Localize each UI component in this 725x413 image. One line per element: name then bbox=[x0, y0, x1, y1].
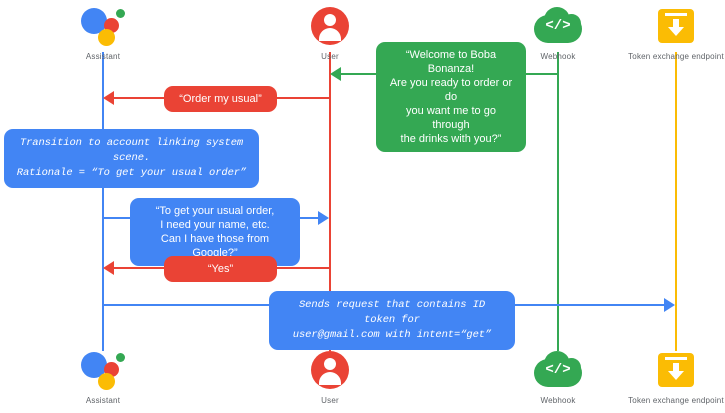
message-bubble-welcome: “Welcome to Boba Bonanza! Are you ready … bbox=[376, 42, 526, 152]
actor-label-assistant-top: Assistant bbox=[85, 52, 121, 61]
bubble-line: Are you ready to order or do bbox=[389, 77, 513, 103]
bubble-line: you want me to go through bbox=[406, 105, 496, 131]
actor-label-user-bottom: User bbox=[321, 396, 339, 405]
lifeline-webhook bbox=[557, 52, 559, 351]
lifeline-endpoint bbox=[675, 52, 677, 351]
message-bubble-order-my-usual: “Order my usual” bbox=[164, 86, 277, 112]
bubble-line: the drinks with you?” bbox=[400, 133, 502, 145]
actor-label-endpoint-bottom: Token exchange endpoint bbox=[628, 396, 724, 405]
user-avatar-icon bbox=[275, 4, 385, 48]
bubble-line: “Order my usual” bbox=[179, 93, 262, 105]
actor-label-endpoint-top: Token exchange endpoint bbox=[628, 52, 724, 61]
lifeline-assistant bbox=[102, 52, 104, 351]
google-assistant-icon bbox=[48, 4, 158, 48]
actor-endpoint-top: Token exchange endpoint bbox=[621, 4, 725, 62]
bubble-line: “Welcome to Boba Bonanza! bbox=[405, 49, 497, 75]
actor-label-webhook-bottom: Webhook bbox=[540, 396, 576, 405]
arrow-head-ask-for-name bbox=[318, 211, 329, 225]
actor-user-top: User bbox=[275, 4, 385, 62]
arrow-head-sends-request bbox=[664, 298, 675, 312]
actor-webhook-bottom: </> Webhook bbox=[503, 348, 613, 406]
note-line: user@gmail.com with intent=“get” bbox=[292, 329, 492, 341]
actor-label-webhook-top: Webhook bbox=[540, 52, 576, 61]
actor-label-assistant-bottom: Assistant bbox=[85, 396, 121, 405]
actor-endpoint-bottom: Token exchange endpoint bbox=[621, 348, 725, 406]
note-line: Sends request that contains ID token for bbox=[298, 299, 486, 326]
bubble-line: I need your name, etc. bbox=[160, 219, 270, 231]
arrow-head-yes bbox=[103, 261, 114, 275]
actor-user-bottom: User bbox=[275, 348, 385, 406]
actor-assistant-top: Assistant bbox=[48, 4, 158, 62]
actor-webhook-top: </> Webhook bbox=[503, 4, 613, 62]
note-transition-account-linking: Transition to account linking system sce… bbox=[4, 129, 259, 188]
arrow-head-welcome bbox=[330, 67, 341, 81]
note-line: Transition to account linking system sce… bbox=[19, 137, 244, 164]
actor-label-user-top: User bbox=[321, 52, 339, 61]
download-box-icon bbox=[621, 4, 725, 48]
message-bubble-yes: “Yes” bbox=[164, 256, 277, 282]
cloud-code-icon: </> bbox=[503, 4, 613, 48]
download-box-icon bbox=[621, 348, 725, 392]
bubble-line: “Yes” bbox=[207, 263, 234, 275]
message-bubble-ask-for-name: “To get your usual order, I need your na… bbox=[130, 198, 300, 266]
note-sends-request: Sends request that contains ID token for… bbox=[269, 291, 515, 350]
lifeline-user bbox=[329, 52, 331, 351]
note-line: Rationale = “To get your usual order” bbox=[16, 167, 247, 179]
user-avatar-icon bbox=[275, 348, 385, 392]
arrow-head-order-my-usual bbox=[103, 91, 114, 105]
cloud-code-icon: </> bbox=[503, 348, 613, 392]
bubble-line: “To get your usual order, bbox=[155, 205, 275, 217]
actor-assistant-bottom: Assistant bbox=[48, 348, 158, 406]
google-assistant-icon bbox=[48, 348, 158, 392]
